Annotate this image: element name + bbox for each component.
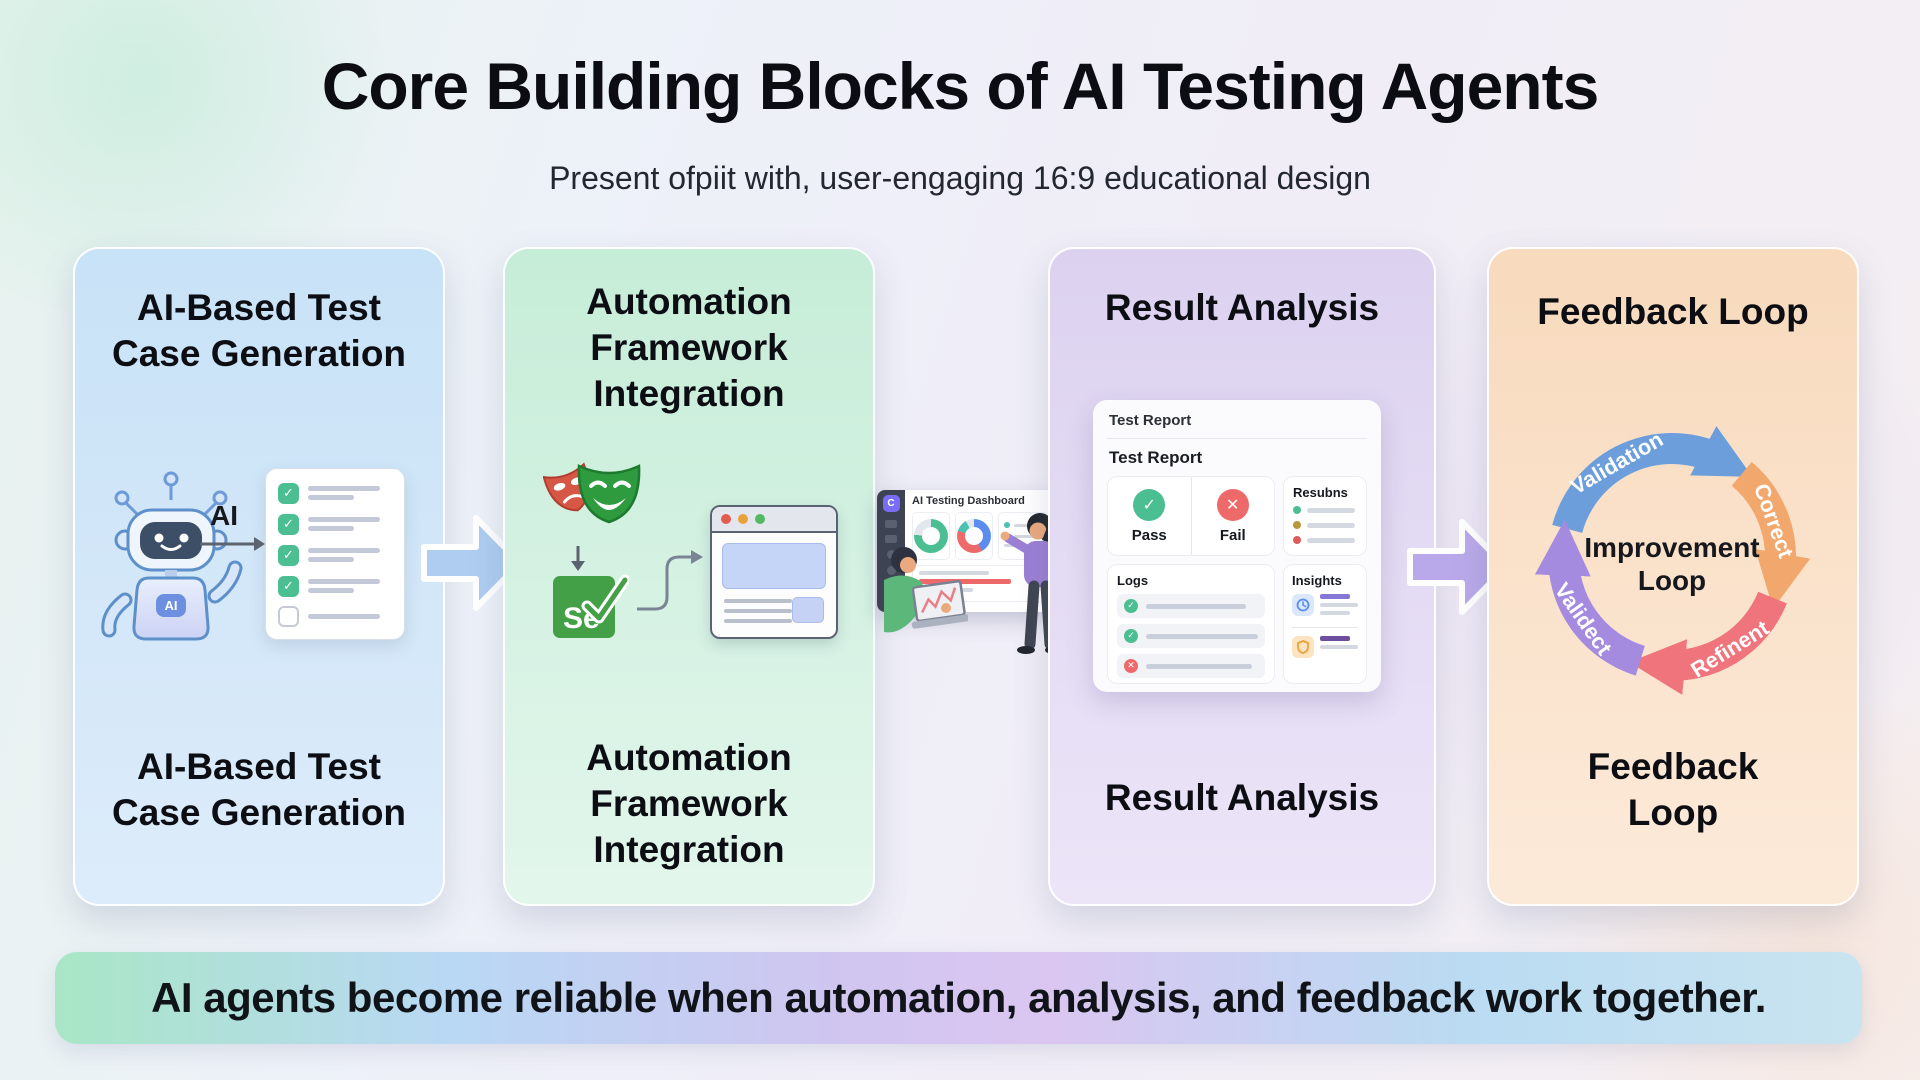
results-panel-title: Resubns: [1293, 485, 1348, 500]
card-bottom-label: Automation Framework Integration: [586, 737, 792, 870]
badge-icon: [1292, 636, 1314, 658]
test-case-checklist: ✓ ✓ ✓ ✓: [265, 468, 405, 640]
right-arrow-icon: [200, 537, 265, 551]
card-bottom-label: AI-Based Test Case Generation: [111, 746, 407, 833]
sidebar-item-icon: [886, 550, 896, 559]
card-title: Feedback Loop: [1537, 291, 1809, 332]
checkbox-checked-icon: ✓: [278, 544, 299, 566]
ai-arrow-label: AI: [210, 500, 238, 531]
robot-icon: AI: [101, 471, 243, 641]
browser-text-lines: [724, 599, 792, 629]
dashboard-title: AI Testing Dashboard: [912, 495, 1025, 507]
results-mini-card: Resubns: [1283, 476, 1367, 556]
card-bottom-label: Result Analysis: [1104, 777, 1380, 818]
checklist-row: ✓: [278, 544, 392, 566]
card-bottom-label: Feedback Loop: [1587, 746, 1759, 833]
checkbox-checked-icon: ✓: [278, 575, 299, 597]
checklist-row: ✓: [278, 575, 392, 597]
clock-icon: [1292, 594, 1314, 616]
red-dot-icon: [1293, 536, 1301, 544]
loop-segment-refinent: [1629, 591, 1787, 695]
traffic-light-green-icon: [755, 514, 765, 524]
checklist-row: ✓: [278, 482, 392, 504]
man-with-laptop-illustration: [884, 547, 968, 633]
page-title: Core Building Blocks of AI Testing Agent…: [321, 49, 1600, 123]
pass-check-icon: ✓: [1133, 488, 1166, 521]
logs-panel-title: Logs: [1117, 573, 1149, 588]
fail-x-icon: ✕: [1216, 488, 1249, 521]
dashboard-logo-icon: C: [882, 495, 900, 512]
browser-titlebar: [712, 507, 836, 533]
sidebar-item-icon: [885, 520, 897, 528]
selenium-logo: Se: [553, 574, 629, 638]
donut-chart-green: [912, 512, 950, 560]
loop-center-text: Loop: [1638, 565, 1706, 596]
checkbox-checked-icon: ✓: [278, 482, 299, 504]
insights-panel-title: Insights: [1292, 573, 1342, 588]
logs-card: Logs ✓ ✓ ✕: [1107, 564, 1275, 684]
loop-segment-validect: [1534, 519, 1646, 676]
report-heading: Test Report: [1109, 448, 1203, 467]
loop-center-text: Improvement: [1584, 532, 1759, 563]
browser-window: [710, 505, 838, 639]
test-report-panel: Test Report Test Report ✓ Pass ✕ Fail Re…: [1093, 400, 1381, 692]
log-fail-icon: ✕: [1124, 659, 1138, 673]
sidebar-item-icon: [886, 566, 896, 575]
browser-button-block: [792, 597, 824, 623]
flow-arrow-2: [1407, 519, 1509, 615]
down-arrow-icon: [571, 546, 585, 571]
pass-label: Pass: [1131, 526, 1167, 544]
page-subtitle: Present ofpiit with, user-engaging 16:9 …: [549, 160, 1371, 196]
log-pass-icon: ✓: [1124, 599, 1138, 613]
checklist-row: [278, 606, 392, 627]
sidebar-item-icon: [885, 535, 897, 543]
robot-chest-badge: AI: [165, 598, 178, 613]
checkbox-empty-icon: [278, 606, 299, 627]
insights-card: Insights: [1283, 564, 1367, 684]
loop-segment-correct: [1731, 462, 1811, 609]
pass-fail-card: ✓ Pass ✕ Fail: [1107, 476, 1275, 556]
card-title: AI-Based Test Case Generation: [111, 287, 407, 374]
report-window-title: Test Report: [1107, 400, 1367, 439]
fail-label: Fail: [1219, 526, 1246, 544]
amber-dot-icon: [1293, 521, 1301, 529]
card-title: Automation Framework Integration: [586, 281, 792, 414]
flow-arrow-1: [421, 515, 523, 611]
woman-presenter-illustration: [1000, 513, 1074, 654]
card-title: Result Analysis: [1104, 287, 1380, 328]
traffic-light-yellow-icon: [738, 514, 748, 524]
log-pass-icon: ✓: [1124, 629, 1138, 643]
summary-banner: AI agents become reliable when automatio…: [55, 952, 1862, 1044]
checklist-row: ✓: [278, 513, 392, 535]
theater-masks-icon: [543, 462, 641, 524]
loop-segment-validation: [1552, 426, 1753, 534]
donut-chart-multi: [955, 512, 993, 560]
summary-banner-text: AI agents become reliable when automatio…: [151, 974, 1766, 1021]
traffic-light-red-icon: [721, 514, 731, 524]
curved-connector-arrow: [637, 550, 703, 611]
improvement-loop-diagram: Validation Correct Refinent Validect Imp…: [1534, 426, 1811, 695]
green-dot-icon: [1293, 506, 1301, 514]
browser-hero-block: [722, 543, 826, 589]
checkbox-checked-icon: ✓: [278, 513, 299, 535]
